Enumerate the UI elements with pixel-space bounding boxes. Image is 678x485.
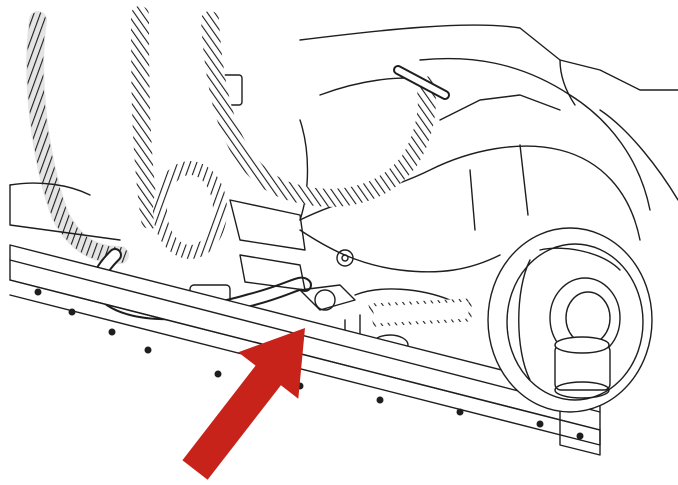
blade-bolts: [34, 288, 584, 440]
vacuum-hose-left: [26, 11, 129, 264]
rear-wheel: [487, 227, 653, 413]
caster-roller: [554, 336, 611, 399]
pointer-arrow: [182, 328, 305, 480]
squeegee-blade-bar: [9, 244, 601, 456]
suction-hose-upper: [201, 11, 450, 207]
machine-body: [219, 24, 678, 273]
recovery-hose-loop: [131, 6, 227, 259]
